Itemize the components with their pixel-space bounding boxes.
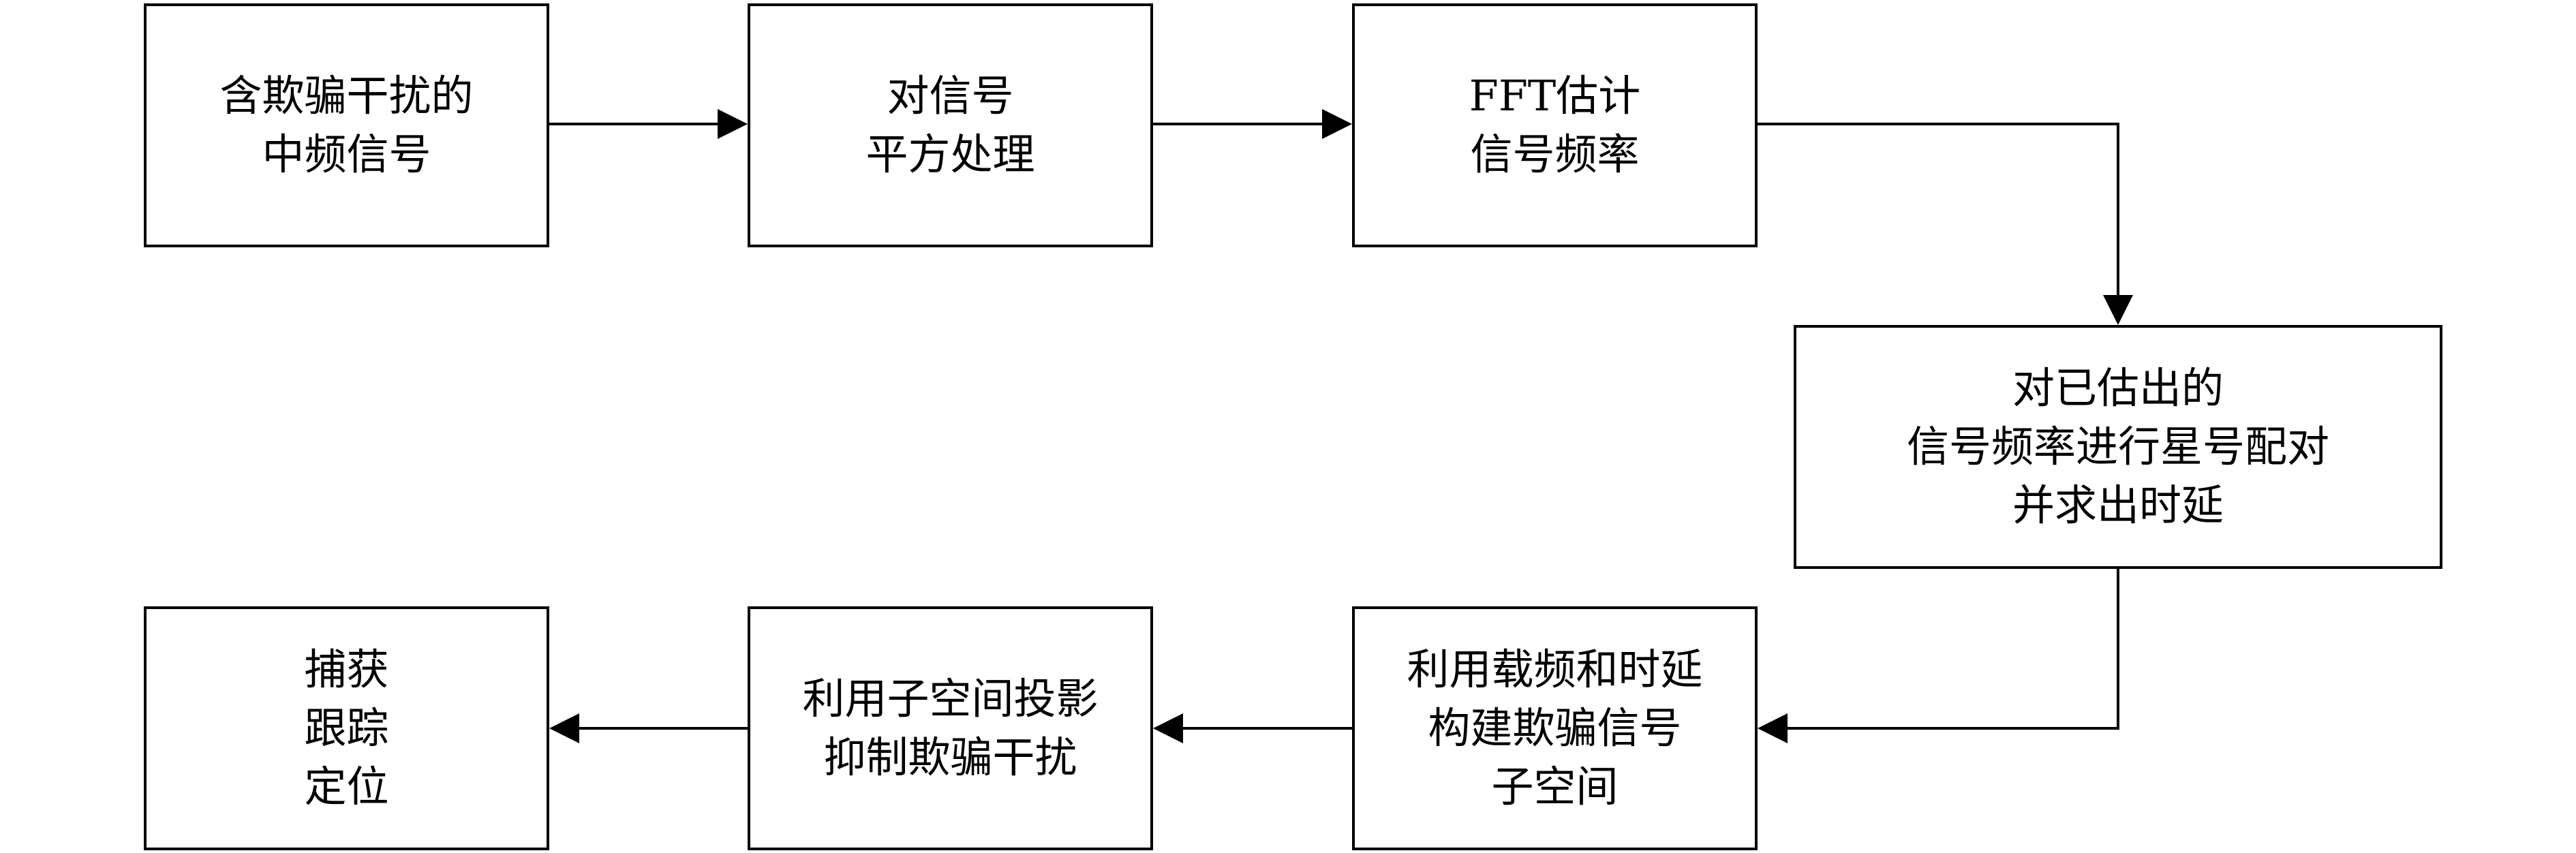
node-fft-frequency-estimation: FFT估计 信号频率	[1352, 3, 1758, 247]
node-text-line: 含欺骗干扰的	[219, 71, 474, 121]
node-text-line: 信号频率	[1470, 129, 1640, 179]
arrowhead-b6-b7	[549, 713, 579, 743]
node-if-signal-with-spoofing: 含欺骗干扰的 中频信号	[144, 3, 549, 247]
node-text-line: 利用子空间投影	[802, 674, 1099, 724]
node-build-spoofing-subspace: 利用载频和时延 构建欺骗信号 子空间	[1352, 606, 1758, 850]
node-signal-squaring: 对信号 平方处理	[748, 3, 1153, 247]
node-text-line: 中频信号	[262, 129, 431, 179]
arrowhead-b3-b4	[2103, 295, 2133, 325]
node-text-line: 信号频率进行星号配对	[1906, 422, 2329, 471]
node-text-line: 利用载频和时延	[1407, 645, 1703, 694]
node-text-line: 对已估出的	[2012, 363, 2224, 413]
node-text-line: 定位	[304, 762, 389, 811]
node-text-line: 对信号	[887, 71, 1014, 121]
node-text-line: 平方处理	[865, 129, 1035, 179]
node-text-line: 捕获	[304, 645, 389, 694]
node-text-line: 并求出时延	[2012, 480, 2224, 530]
edge-b3-b4	[1758, 123, 2119, 297]
arrowhead-b4-b5	[1758, 713, 1788, 743]
arrowhead-b2-b3	[1322, 109, 1352, 139]
node-text-line: FFT估计	[1469, 71, 1641, 121]
node-satellite-pairing-delay: 对已估出的 信号频率进行星号配对 并求出时延	[1794, 325, 2442, 569]
edge-b4-b5	[1785, 569, 2119, 730]
node-acquire-track-locate: 捕获 跟踪 定位	[144, 606, 549, 850]
arrowhead-b5-b6	[1153, 713, 1183, 743]
node-text-line: 跟踪	[304, 703, 389, 753]
arrowhead-b1-b2	[718, 109, 748, 139]
node-text-line: 抑制欺骗干扰	[823, 732, 1077, 782]
node-text-line: 构建欺骗信号	[1428, 703, 1682, 753]
node-text-line: 子空间	[1491, 762, 1619, 811]
node-subspace-projection-suppression: 利用子空间投影 抑制欺骗干扰	[748, 606, 1153, 850]
